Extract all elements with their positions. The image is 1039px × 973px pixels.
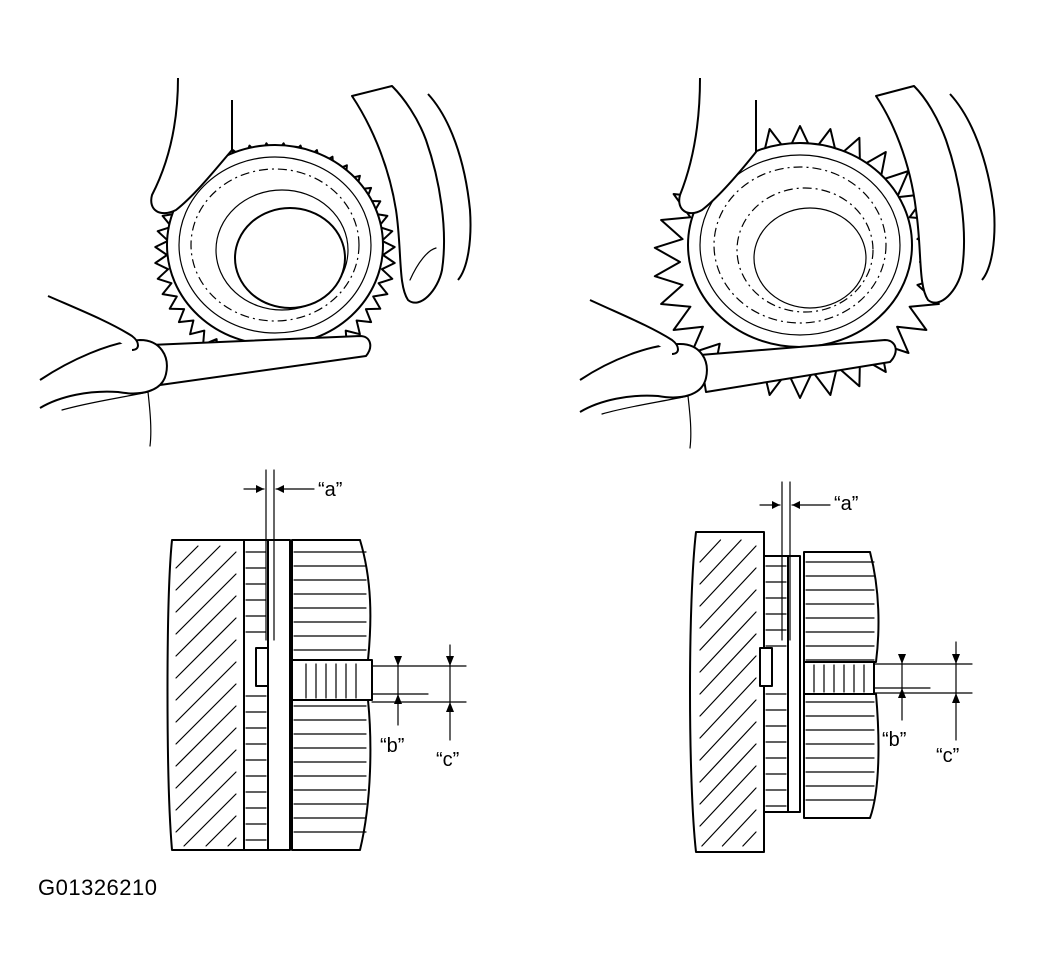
helical-tooth-line [699,721,757,783]
helical-tooth-line [175,705,237,767]
helical-tooth-line [699,567,757,629]
helical-tooth-line [175,771,237,833]
dimension-c-label-left: “c” [436,749,459,771]
helical-tooth-line [175,661,237,723]
helical-tooth-line [721,809,757,847]
helical-tooth-line [175,683,237,745]
helical-tooth-line [699,655,757,717]
helical-tooth-line [699,633,757,695]
helical-tooth-line [175,639,237,701]
dimension-b-label-right: “b” [882,729,906,751]
helical-tooth-line [175,551,237,613]
dimension-b-label-left: “b” [380,735,404,757]
bottom-right-section [689,481,973,853]
dimension-a-label-left: “a” [318,479,342,501]
helical-tooth-line [205,815,237,847]
helical-tooth-line [175,749,237,811]
helical-tooth-line [742,831,757,847]
helical-tooth-line [175,727,237,789]
helical-tooth-line [699,677,757,739]
hub-splines-left [245,551,267,841]
sleeve-splines-right [805,561,875,801]
helical-tooth-line [699,765,757,827]
dimension-a-label-right: “a” [834,493,858,515]
helical-tooth-line [699,611,757,673]
helical-tooth-line [699,545,757,607]
helical-teeth-left [175,545,237,847]
hub-splines-right [765,565,787,807]
shaft-splines-left [305,663,357,699]
helical-tooth-line [699,539,742,585]
helical-tooth-line [227,837,237,847]
top-left-illustration [39,77,472,447]
helical-tooth-line [175,573,237,635]
helical-tooth-line [183,793,237,847]
helical-tooth-line [175,595,237,657]
helical-tooth-line [701,787,757,847]
helical-tooth-line [699,699,757,761]
figure-id-label: G01326210 [38,875,158,900]
sleeve-splines-left [293,551,367,833]
dimension-c-label-right: “c” [936,745,959,767]
bottom-left-section [166,469,467,851]
helical-tooth-line [175,617,237,679]
helical-tooth-line [175,545,221,591]
helical-tooth-line [175,545,199,569]
helical-teeth-right [699,539,757,847]
helical-tooth-line [699,589,757,651]
shaft-splines-right [813,664,865,693]
helical-tooth-line [699,539,722,563]
helical-tooth-line [699,743,757,805]
top-right-illustration [579,77,996,449]
